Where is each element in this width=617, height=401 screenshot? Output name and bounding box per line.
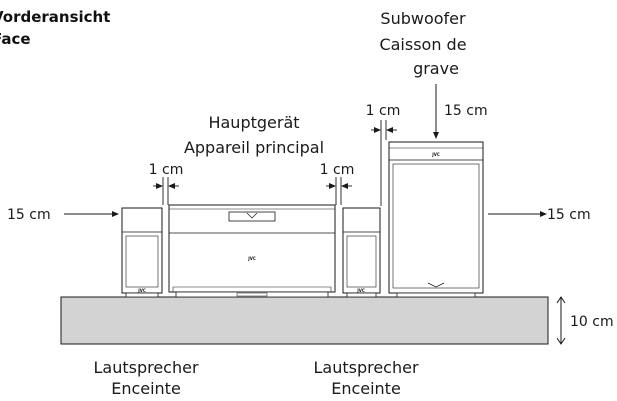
shelf-height-dimension xyxy=(556,296,566,345)
right-clearance-label: 15 cm xyxy=(547,207,591,223)
subwoofer xyxy=(388,141,484,298)
subwoofer-label-1: Subwoofer xyxy=(380,9,466,28)
top-clearance-label: 15 cm xyxy=(444,103,488,119)
gap-subwoofer-indicator xyxy=(371,120,397,206)
speaker-left-label-1: Lautsprecher xyxy=(93,358,198,377)
speaker-right-logo: JVC xyxy=(356,288,365,293)
main-unit-label-2: Appareil principal xyxy=(184,138,324,157)
gap-left-label: 1 cm xyxy=(149,162,184,178)
main-unit-logo: JVC xyxy=(247,256,256,261)
gap-left-indicator xyxy=(153,177,179,205)
subwoofer-label-3: grave xyxy=(413,59,459,78)
view-title-french: Face xyxy=(0,30,31,48)
speaker-right-label-1: Lautsprecher xyxy=(313,358,418,377)
left-clearance-label: 15 cm xyxy=(7,207,51,223)
view-title-german: Vorderansicht xyxy=(0,8,110,26)
gap-right-indicator xyxy=(326,177,352,205)
subwoofer-logo: JVC xyxy=(431,152,440,157)
speaker-left xyxy=(121,207,163,298)
speaker-left-label-2: Enceinte xyxy=(111,379,181,398)
shelf-height-label: 10 cm xyxy=(570,314,614,330)
speaker-right xyxy=(342,207,381,298)
subwoofer-label-2: Caisson de xyxy=(379,35,466,54)
main-unit-label-1: Hauptgerät xyxy=(208,113,299,132)
main-unit xyxy=(168,204,336,298)
shelf xyxy=(60,296,549,345)
speaker-right-label-2: Enceinte xyxy=(331,379,401,398)
speaker-left-logo: JVC xyxy=(137,288,146,293)
gap-subwoofer-label: 1 cm xyxy=(366,103,401,119)
gap-right-label: 1 cm xyxy=(320,162,355,178)
